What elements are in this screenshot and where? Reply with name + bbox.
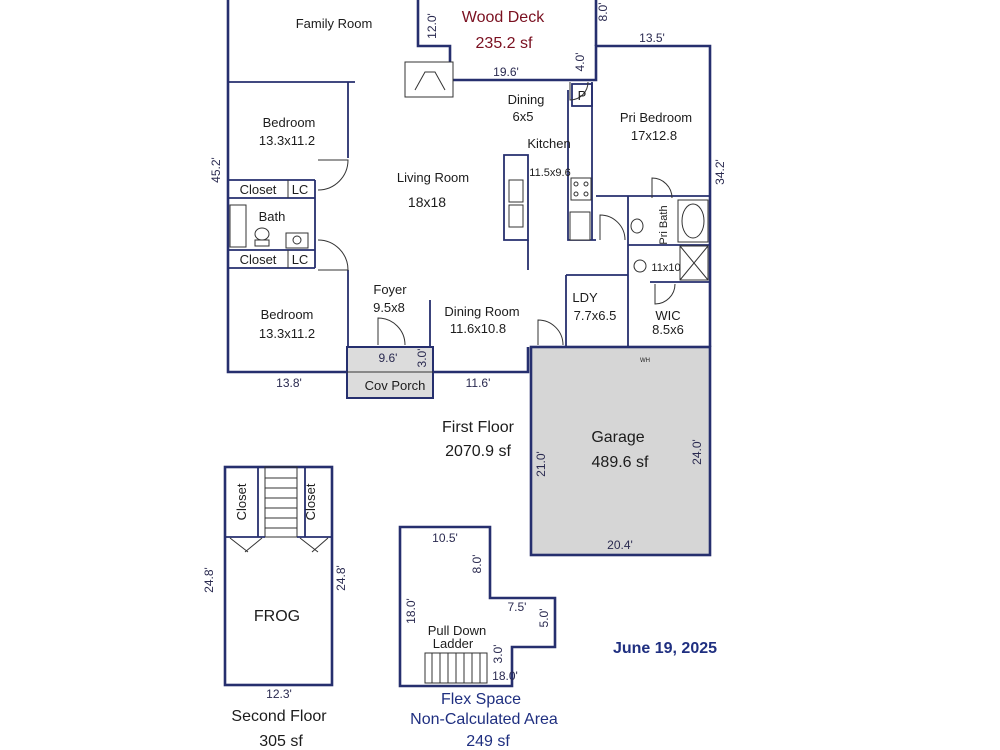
- lc-bottom-label: LC: [292, 252, 309, 267]
- flex-space-label: Flex Space: [441, 691, 521, 708]
- pantry-label: P: [578, 88, 587, 103]
- dim-frog-left: 24.8': [202, 567, 216, 593]
- dim-right-side: 34.2': [713, 159, 727, 185]
- kitchen-label: Kitchen: [527, 136, 570, 151]
- frog-label: FROG: [254, 608, 300, 625]
- wic-label: WIC: [655, 308, 680, 323]
- garage-area: [529, 345, 712, 557]
- living-room-size: 18x18: [408, 194, 446, 210]
- pri-bedroom-size: 17x12.8: [631, 128, 677, 143]
- wic-size: 8.5x6: [652, 322, 684, 337]
- pri-bedroom-label: Pri Bedroom: [620, 110, 692, 125]
- kitchen-size: 11.5x9.6: [529, 167, 570, 179]
- dim-porch-width: 9.6': [379, 351, 398, 365]
- bedroom-top-label: Bedroom: [263, 115, 316, 130]
- dim-porch-depth: 3.0': [415, 349, 429, 368]
- dim-flex-top: 10.5': [432, 531, 458, 545]
- dim-flex-notch-h: 7.5': [508, 600, 527, 614]
- cov-porch-label: Cov Porch: [365, 378, 426, 393]
- foyer-label: Foyer: [373, 282, 407, 297]
- wood-deck-label: Wood Deck: [462, 9, 545, 26]
- dim-frog-bottom: 12.3': [266, 687, 292, 701]
- dining-label: Dining: [508, 92, 545, 107]
- closet-top-label: Closet: [240, 182, 277, 197]
- bath-label: Bath: [259, 209, 286, 224]
- dim-top-right: 13.5': [639, 31, 665, 45]
- wood-deck-area: 235.2 sf: [476, 35, 533, 52]
- dim-flex-small-v: 3.0': [491, 645, 505, 664]
- bedroom-bottom-size: 13.3x11.2: [259, 326, 315, 341]
- dining-room-size: 11.6x10.8: [450, 321, 506, 336]
- dim-garage-left: 21.0': [534, 451, 548, 477]
- dim-deck-right: 8.0': [596, 3, 610, 22]
- first-floor-label: First Floor: [442, 419, 515, 436]
- ladder-label: Ladder: [433, 636, 474, 651]
- second-floor-area: 305 sf: [259, 733, 303, 750]
- second-floor-walls: [223, 465, 334, 687]
- bedroom-top-size: 13.3x11.2: [259, 133, 315, 148]
- flex-area-label: 249 sf: [466, 733, 510, 750]
- flex-note-label: Non-Calculated Area: [410, 711, 558, 728]
- ldy-size: 7.7x6.5: [574, 308, 617, 323]
- dim-deck-step: 4.0': [573, 53, 587, 72]
- garage-area-label: 489.6 sf: [592, 454, 649, 471]
- dim-bottom-mid: 11.6': [466, 376, 491, 390]
- flex-space-walls: [398, 525, 557, 688]
- dim-deck-height: 12.0': [425, 13, 439, 39]
- garage-label: Garage: [591, 429, 644, 446]
- foyer-size: 9.5x8: [373, 300, 405, 315]
- closet-bottom-label: Closet: [240, 252, 277, 267]
- dining-size: 6x5: [513, 109, 534, 124]
- dim-deck-bottom: 19.6': [493, 65, 519, 79]
- dim-flex-notch-v: 8.0': [470, 555, 484, 574]
- first-floor-walls: [226, 0, 712, 374]
- dim-garage-right: 24.0': [690, 439, 704, 465]
- pri-bath-size: 11x10: [651, 262, 680, 274]
- pull-down-label: Pull Down: [428, 623, 487, 638]
- dining-room-label: Dining Room: [444, 304, 519, 319]
- second-floor-label: Second Floor: [231, 708, 327, 725]
- plan-date: June 19, 2025: [613, 640, 717, 657]
- water-heater-label: WH: [640, 358, 650, 364]
- family-room-label: Family Room: [296, 16, 373, 31]
- dim-flex-notch-right: 5.0': [537, 609, 551, 628]
- dim-left-side: 45.2': [209, 157, 223, 183]
- bedroom-bottom-label: Bedroom: [261, 307, 314, 322]
- dim-flex-bottom: 18.0': [492, 669, 518, 683]
- frog-closet-right: Closet: [303, 483, 318, 520]
- dim-garage-bottom: 20.4': [607, 538, 633, 552]
- dim-flex-left: 18.0': [404, 598, 418, 624]
- frog-closet-left: Closet: [234, 483, 249, 520]
- pri-bath-label: Pri Bath: [658, 205, 670, 244]
- ldy-label: LDY: [572, 290, 598, 305]
- first-floor-area: 2070.9 sf: [445, 443, 511, 460]
- dim-bottom-left: 13.8': [276, 376, 302, 390]
- dim-frog-right: 24.8': [334, 565, 348, 591]
- lc-top-label: LC: [292, 182, 309, 197]
- living-room-label: Living Room: [397, 170, 469, 185]
